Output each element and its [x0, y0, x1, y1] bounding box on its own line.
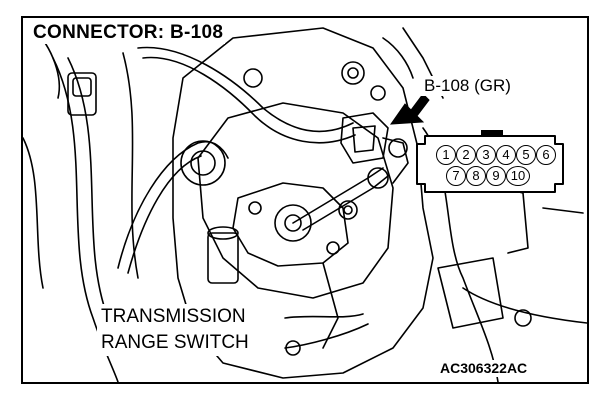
- pin-6: 6: [536, 145, 556, 165]
- pin-2: 2: [456, 145, 476, 165]
- pin-3: 3: [476, 145, 496, 165]
- component-label-line-2: RANGE SWITCH: [101, 332, 249, 353]
- pin-4: 4: [496, 145, 516, 165]
- figure-id: AC306322AC: [437, 360, 531, 377]
- pin-8: 8: [466, 166, 486, 186]
- pin-1: 1: [436, 145, 456, 165]
- pin-5: 5: [516, 145, 536, 165]
- diagram-frame: 1 2 3 4 5 6 7 8 9 10 CONNECTOR: B-108 B-…: [21, 16, 589, 384]
- component-label-line-1: TRANSMISSION: [101, 306, 246, 327]
- connector-code-label: B-108 (GR): [421, 76, 514, 96]
- component-label: TRANSMISSION RANGE SWITCH: [97, 304, 253, 356]
- pin-9: 9: [486, 166, 506, 186]
- pin-7: 7: [446, 166, 466, 186]
- pin-10: 10: [506, 166, 530, 186]
- connector-title: CONNECTOR: B-108: [31, 22, 226, 44]
